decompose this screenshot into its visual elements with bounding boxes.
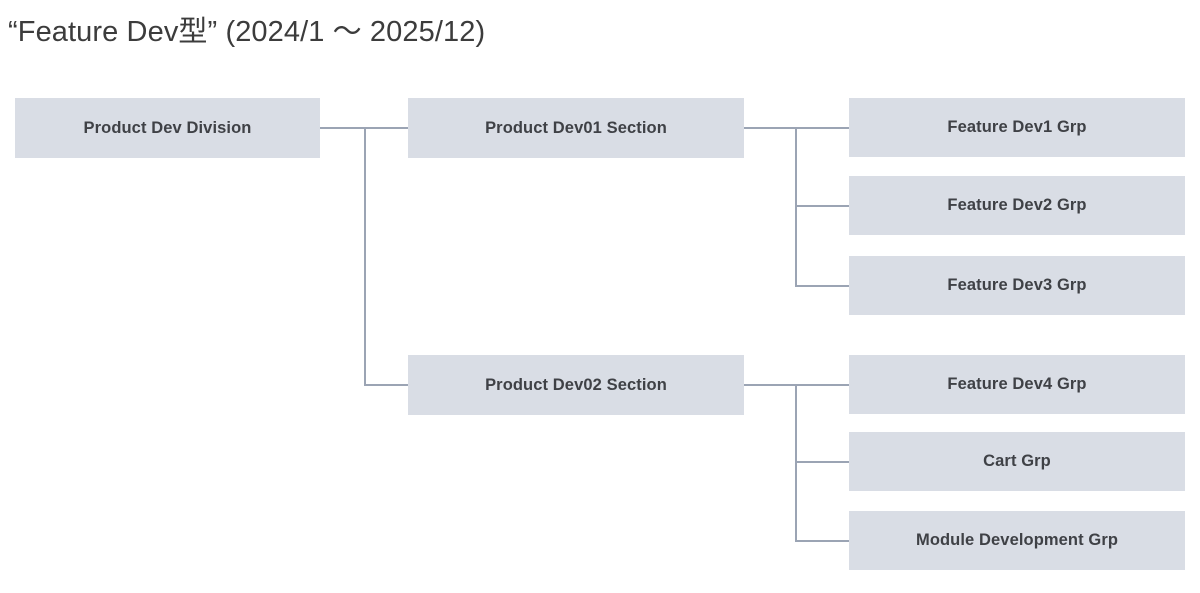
node-label: Cart Grp: [983, 452, 1051, 470]
node-label: Module Development Grp: [915, 531, 1119, 549]
connector-to-module-dev: [795, 540, 850, 542]
node-label: Feature Dev1 Grp: [947, 118, 1087, 136]
connector-division-stub: [320, 127, 366, 129]
page-title: “Feature Dev型” (2024/1 ～ 2025/12): [8, 16, 486, 48]
connector-division-trunk: [364, 127, 366, 386]
connector-to-feature-dev2: [795, 205, 850, 207]
node-label: Product Dev01 Section: [485, 118, 667, 137]
node-product-dev-division[interactable]: Product Dev Division: [15, 98, 320, 158]
node-feature-dev1-grp[interactable]: Feature Dev1 Grp: [849, 98, 1185, 157]
node-product-dev01-section[interactable]: Product Dev01 Section: [408, 98, 744, 158]
node-cart-grp[interactable]: Cart Grp: [849, 432, 1185, 491]
connector-to-section02: [364, 384, 409, 386]
connector-section02-trunk: [795, 384, 797, 542]
node-label: Feature Dev3 Grp: [947, 276, 1087, 294]
connector-to-feature-dev1: [795, 127, 850, 129]
node-feature-dev3-grp[interactable]: Feature Dev3 Grp: [849, 256, 1185, 315]
node-label: Feature Dev2 Grp: [947, 196, 1087, 214]
node-module-development-grp[interactable]: Module Development Grp: [849, 511, 1185, 570]
connector-section01-trunk: [795, 127, 797, 287]
connector-to-feature-dev4: [795, 384, 850, 386]
connector-to-cart: [795, 461, 850, 463]
node-feature-dev2-grp[interactable]: Feature Dev2 Grp: [849, 176, 1185, 235]
node-label: Product Dev02 Section: [485, 375, 667, 394]
node-product-dev02-section[interactable]: Product Dev02 Section: [408, 355, 744, 415]
connector-section02-stub: [744, 384, 797, 386]
connector-section01-stub: [744, 127, 797, 129]
node-label: Feature Dev4 Grp: [947, 375, 1087, 393]
connector-to-feature-dev3: [795, 285, 850, 287]
node-label: Product Dev Division: [83, 118, 252, 137]
connector-to-section01: [364, 127, 409, 129]
node-feature-dev4-grp[interactable]: Feature Dev4 Grp: [849, 355, 1185, 414]
